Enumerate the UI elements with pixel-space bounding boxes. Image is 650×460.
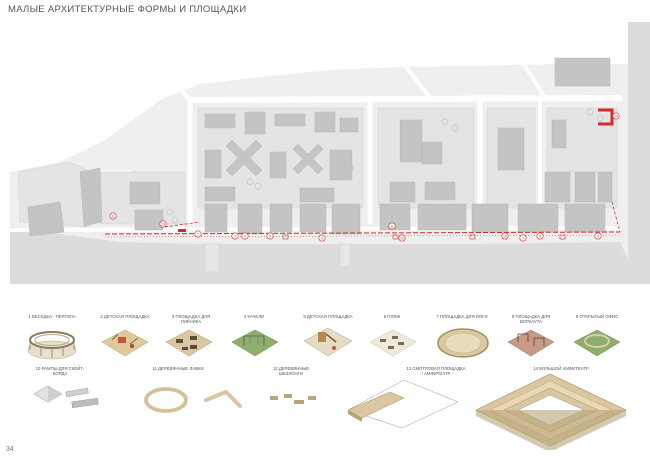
plan-marker-label: 6	[391, 224, 393, 228]
catalog-label-7: 7 ПЛОЩАДКА ДЛЯ ЙОГИ	[436, 314, 488, 319]
catalog-label-10: 10 РАМПЫ ДЛЯ СКЕЙТ- БОРДА	[35, 366, 85, 376]
plan-marker	[519, 234, 527, 242]
catalog-label-4: 4 КАЧЕЛИ	[243, 314, 265, 319]
catalog-label-6: 6 ПЛЯЖ	[383, 314, 401, 319]
wooden-benches-icon	[144, 387, 242, 413]
plan-marker-label: 7	[522, 236, 524, 240]
skate-ramps-icon	[33, 385, 99, 409]
page-title: МАЛЫЕ АРХИТЕКТУРНЫЕ ФОРМЫ И ПЛОЩАДКИ	[8, 4, 247, 15]
plan-marker	[594, 232, 602, 240]
large-amphitheatre-icon	[475, 373, 627, 450]
plan-marker-label: 3	[321, 236, 323, 240]
pier	[204, 243, 220, 273]
plan-marker-label: 12	[400, 236, 404, 240]
water-area	[10, 227, 640, 284]
plan-marker-label: 14	[614, 114, 618, 118]
open-office-icon	[573, 329, 621, 357]
plan-marker-label: 8	[539, 234, 541, 238]
plan-marker-label: 2	[234, 234, 236, 238]
plan-marker	[241, 232, 249, 240]
plan-marker-label: 5	[269, 234, 271, 238]
plan-trees	[166, 108, 604, 224]
plan-marker	[388, 222, 396, 230]
plan-marker-label: 4	[597, 234, 599, 238]
catalog-label-9: 9 ОТКРЫТЫЙ ОФИС	[575, 314, 619, 319]
plan-marker	[501, 232, 509, 240]
plan-marker-label: 1	[197, 232, 199, 236]
viewing-platform-amphitheatre-icon	[347, 379, 459, 429]
plan-marker	[159, 220, 167, 228]
catalog-label-14: 14 БОЛЬШОЙ АМФИТЕАТР	[533, 366, 589, 371]
kids-playground-icon	[101, 329, 149, 357]
big-amphitheatre-marker	[598, 108, 614, 126]
plan-marker	[109, 212, 117, 220]
plan-marker-label: 9	[244, 234, 246, 238]
plan-marker	[318, 234, 326, 242]
swings-icon	[231, 329, 279, 357]
page-number: 34	[6, 446, 14, 453]
catalog-label-3: 3 ПЛОЩАДКА ДЛЯ ПИКНИКА	[171, 314, 211, 324]
catalog-label-8: 8 ПЛОЩАДКА ДЛЯ ВОРКАУТА	[511, 314, 551, 324]
plan-buildings	[27, 57, 613, 237]
plan-marker-label: 10	[503, 234, 507, 238]
catalog-label-11: 11 ДЕРЕВЯННЫЕ ЛАВКИ	[152, 366, 204, 371]
promenade	[104, 201, 621, 240]
catalog-label-1: 1 БЕСЕДКА - ПЕРГОЛА	[28, 314, 76, 319]
wooden-loungers-icon	[270, 394, 316, 404]
kids-playground-2-icon	[303, 327, 353, 357]
catalog-label-5: 5 ДЕТСКАЯ ПЛОЩАДКА	[303, 314, 353, 319]
plan-marker	[194, 230, 202, 238]
plan-marker	[398, 234, 406, 242]
catalog-label-12: 12 ДЕРЕВЯННЫЕ ШЕЗЛОНГИ	[272, 366, 310, 376]
plan-marker	[536, 232, 544, 240]
picnic-area-icon	[165, 329, 213, 357]
plan-marker	[612, 112, 620, 120]
pergola-gazebo-icon	[27, 331, 77, 360]
catalog-label-2: 2 ДЕТСКАЯ ПЛОЩАДКА	[100, 314, 150, 319]
plan-marker	[266, 232, 274, 240]
yoga-area-icon	[437, 328, 489, 358]
plan-marker	[231, 232, 239, 240]
plan-marker-label: 13	[161, 222, 165, 226]
catalog-label-13: 13 СМОТРОВАЯ ПЛОЩАДКА / АМФИТЕАТР	[406, 366, 466, 376]
workout-area-icon	[507, 329, 555, 357]
plan-roads	[2, 47, 623, 232]
beach-icon	[369, 329, 417, 357]
plan-marker-label: 11	[111, 214, 115, 218]
